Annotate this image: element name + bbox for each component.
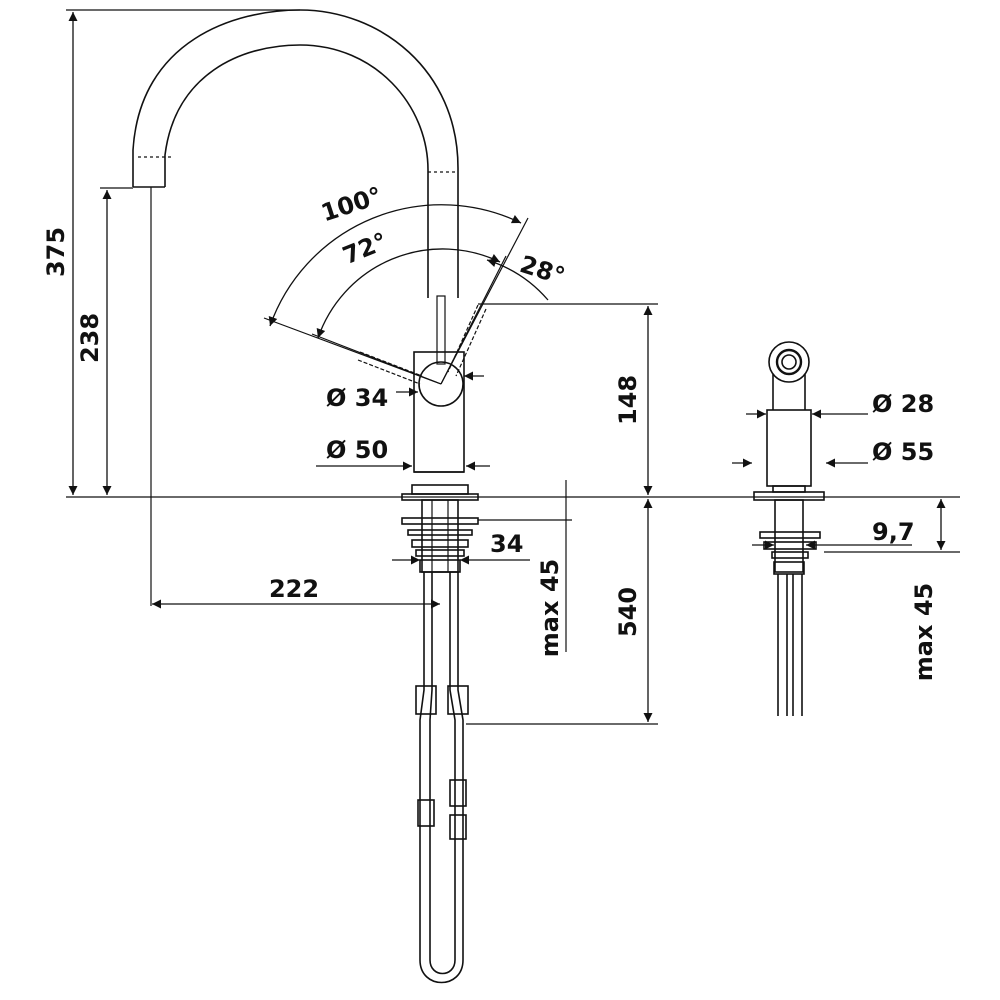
label-238: 238 [76,313,104,363]
faucet-body [413,351,465,473]
hose-right [449,572,456,960]
side-base [753,491,825,501]
label-222: 222 [269,575,319,603]
spout-outer-line [132,9,459,298]
label-d55: Ø 55 [872,438,934,466]
lever-hub [418,361,464,407]
side-shank [774,499,804,573]
label-375: 375 [42,227,70,277]
label-28-deg: 28° [517,250,569,291]
label-34-shank: 34 [490,530,523,558]
label-max45-side: max 45 [910,583,938,681]
label-100-deg: 100° [318,181,386,227]
spout-inner-line [164,44,429,298]
faucet-front-view [132,9,487,984]
side-spout-outer [768,341,810,383]
label-d50: Ø 50 [326,436,388,464]
side-spout-aerator [775,348,803,376]
lever-upright [436,295,446,365]
label-148: 148 [614,375,642,425]
arc-72 [316,248,501,339]
side-body [766,409,812,487]
hose-loop [419,959,464,984]
front-dimension-lines [66,9,960,725]
label-max45-front: max 45 [536,559,564,657]
faucet-side-view [753,341,825,716]
label-d28: Ø 28 [872,390,934,418]
hose-left [419,572,425,960]
label-540: 540 [614,587,642,637]
shank [421,499,459,573]
arc-28 [486,258,549,301]
arc-100 [268,204,522,327]
label-9-7: 9,7 [872,518,915,546]
label-d34-lever: Ø 34 [326,384,388,412]
side-dimension-lines [732,409,960,553]
